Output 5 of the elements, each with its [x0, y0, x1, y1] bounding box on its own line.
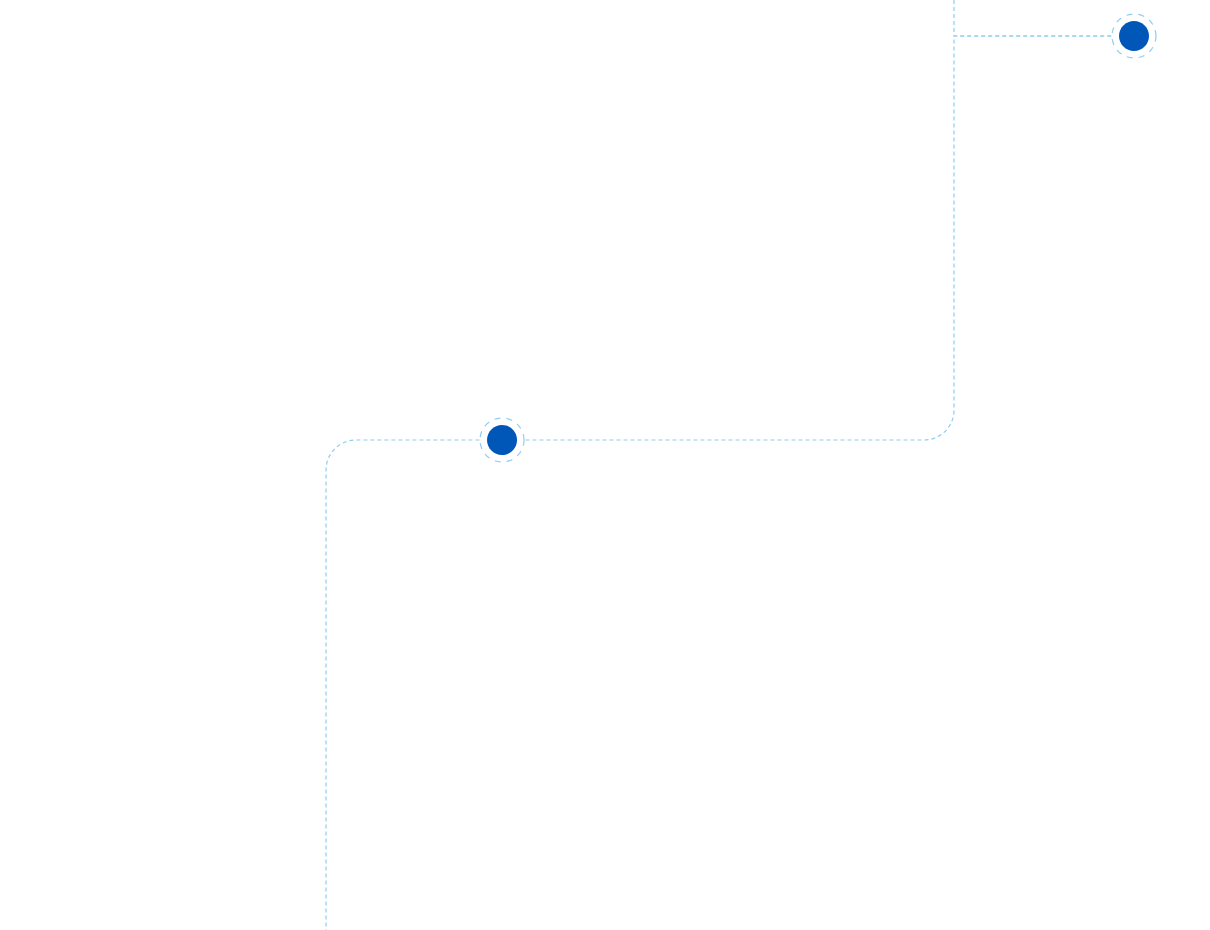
connector-line — [524, 35, 1112, 441]
connector-line — [953, 0, 1112, 37]
dot-marker — [479, 417, 525, 463]
connector-line — [325, 439, 480, 930]
dot-marker — [1111, 13, 1157, 59]
